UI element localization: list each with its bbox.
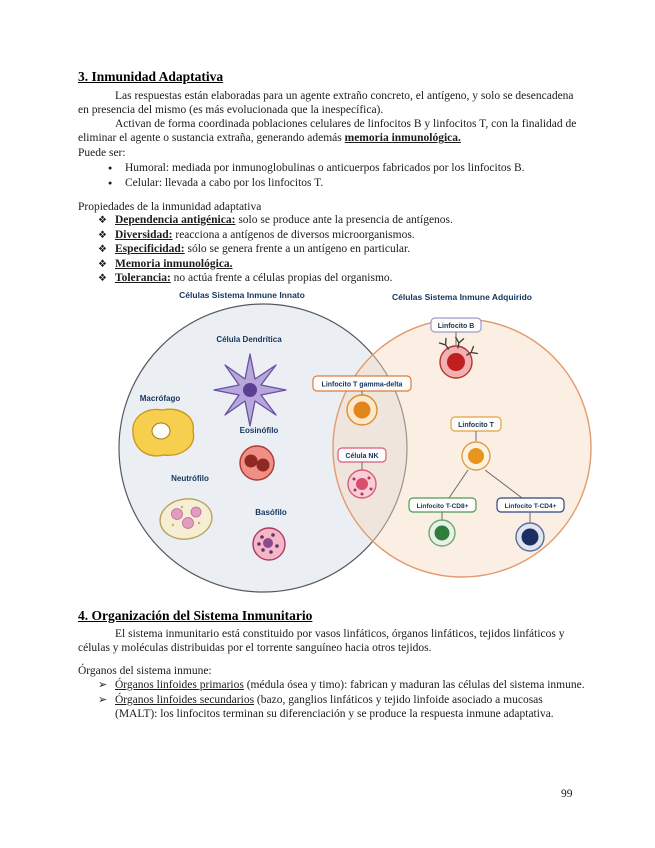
puede-ser-line: Puede ser: (78, 147, 126, 159)
list-item-text: Celular: llevada a cabo por los linfocit… (125, 177, 324, 189)
diamond-bullet-icon: ❖ (98, 244, 107, 255)
antibody-receptor-icon (438, 337, 450, 350)
list-item-text: Tolerancia: no actúa frente a células pr… (115, 272, 583, 286)
eosinophil-cell: Eosinófilo (239, 426, 279, 481)
bullet-icon: ● (108, 179, 113, 187)
b-lymphocyte-label: Linfocito B (438, 323, 475, 330)
list-item: ❖ Dependencia antigénica: solo se produc… (98, 214, 583, 228)
term-description: no actúa frente a células propias del or… (170, 272, 393, 284)
term-description: (bazo, ganglios linfáticos y tejido linf… (115, 694, 554, 720)
macrophage-cell: Macrófago (132, 394, 195, 457)
list-item: ● Humoral: mediada por inmunoglobulinas … (105, 161, 580, 175)
key-term: Dependencia antigénica: (115, 214, 236, 226)
list-item: ❖ Tolerancia: no actúa frente a células … (98, 272, 583, 286)
key-term: Diversidad: (115, 228, 173, 241)
neutrophil-cell: Neutrófilo (159, 474, 213, 540)
t-gamma-delta-cell: Linfocito T gamma-delta (312, 375, 412, 426)
adaptive-circle-title: Células Sistema Inmune Adquirido (392, 292, 532, 302)
t-to-cd8-connector (448, 469, 469, 499)
properties-intro: Propiedades de la inmunidad adaptativa (78, 201, 262, 213)
nk-cell: Célula NK (337, 447, 387, 499)
paragraph-text: Activan de forma coordinada poblaciones … (78, 118, 577, 144)
t-cd4-label: Linfocito T-CD4+ (505, 503, 557, 510)
basophil-cell: Basófilo (252, 508, 287, 561)
neutrophil-label: Neutrófilo (171, 474, 209, 483)
term-description: solo se produce ante la presencia de ant… (235, 214, 453, 226)
antibody-receptor-icon (455, 336, 465, 349)
list-item-text: Órganos linfoides secundarios (bazo, gan… (115, 693, 586, 721)
immune-cells-venn-diagram: Células Sistema Inmune Innato Células Si… (118, 290, 592, 593)
humoral-celular-list: ● Humoral: mediada por inmunoglobulinas … (105, 161, 580, 190)
section3-paragraph-1: Las respuestas están elaboradas para un … (78, 89, 578, 117)
bullet-icon: ● (108, 164, 113, 172)
organs-intro: Órganos del sistema inmune: (78, 665, 212, 677)
list-item-text: Dependencia antigénica: solo se produce … (115, 214, 583, 228)
list-item: ❖ Especificidad: sólo se genera frente a… (98, 243, 583, 257)
key-term: memoria inmunológica. (344, 132, 461, 144)
section3-paragraph-2: Activan de forma coordinada poblaciones … (78, 117, 578, 145)
b-lymphocyte-cell: Linfocito B (430, 317, 482, 379)
key-term: Memoria inmunológica. (115, 257, 233, 270)
t-gamma-delta-label: Linfocito T gamma-delta (322, 382, 403, 389)
dendritic-cell-nucleus (243, 383, 257, 397)
eosinophil-label: Eosinófilo (240, 426, 279, 435)
diamond-bullet-icon: ❖ (98, 229, 107, 241)
macrophage-nucleus (151, 422, 171, 440)
list-item-text: Humoral: mediada por inmunoglobulinas o … (125, 162, 525, 174)
term-description: (médula ósea y timo): fabrican y maduran… (243, 679, 585, 691)
underlined-term: Órganos linfoides secundarios (115, 694, 255, 706)
t-cd8-label: Linfocito T-CD8+ (417, 503, 469, 510)
term-description: sólo se genera frente a un antígeno en p… (184, 243, 411, 255)
paragraph-text: Las respuestas están elaboradas para un … (78, 90, 574, 116)
page-number: 99 (561, 788, 573, 800)
nk-label: Célula NK (345, 453, 378, 460)
t-cd8-cell: Linfocito T-CD8+ (408, 497, 477, 547)
t-to-cd4-connector (484, 469, 523, 499)
properties-list: ❖ Dependencia antigénica: solo se produc… (98, 214, 583, 286)
list-item: ➢ Órganos linfoides secundarios (bazo, g… (98, 693, 586, 721)
list-item: ❖ Diversidad: reacciona a antígenos de d… (98, 229, 583, 243)
section4-heading: 4. Organización del Sistema Inmunitario (78, 608, 313, 623)
list-item: ❖ Memoria inmunológica. (98, 258, 583, 272)
macrophage-label: Macrófago (140, 394, 181, 403)
t-lymphocyte-cell: Linfocito T (450, 416, 502, 471)
underlined-term: Órganos linfoides primarios (115, 679, 244, 691)
diamond-bullet-icon: ❖ (98, 258, 107, 270)
antibody-receptor-icon (466, 345, 479, 356)
arrow-bullet-icon: ➢ (98, 694, 108, 706)
dendritic-cell: Célula Dendrítica (213, 335, 287, 427)
innate-circle-title: Células Sistema Inmune Innato (179, 290, 305, 300)
t-lymphocyte-label: Linfocito T (458, 422, 494, 429)
key-term: Especificidad: (115, 243, 185, 255)
dendritic-cell-label: Célula Dendrítica (216, 335, 282, 344)
basophil-label: Basófilo (255, 508, 287, 517)
key-term: Tolerancia: (115, 272, 171, 284)
arrow-bullet-icon: ➢ (98, 679, 108, 691)
paragraph-text: El sistema inmunitario está constituido … (78, 628, 565, 654)
section3-heading: 3. Inmunidad Adaptativa (78, 69, 224, 84)
diamond-bullet-icon: ❖ (98, 273, 107, 284)
list-item-text: Especificidad: sólo se genera frente a u… (115, 243, 583, 257)
organs-list: ➢ Órganos linfoides primarios (médula ós… (98, 678, 586, 721)
list-item: ➢ Órganos linfoides primarios (médula ós… (98, 678, 586, 692)
list-item-text: Memoria inmunológica. (115, 258, 583, 272)
t-cd4-cell: Linfocito T-CD4+ (496, 497, 565, 552)
section4-paragraph-1: El sistema inmunitario está constituido … (78, 627, 583, 655)
list-item-text: Órganos linfoides primarios (médula ósea… (115, 678, 586, 692)
diamond-bullet-icon: ❖ (98, 215, 107, 226)
list-item: ● Celular: llevada a cabo por los linfoc… (105, 176, 580, 190)
term-description: reacciona a antígenos de diversos microo… (172, 228, 415, 241)
list-item-text: Diversidad: reacciona a antígenos de div… (115, 229, 583, 243)
